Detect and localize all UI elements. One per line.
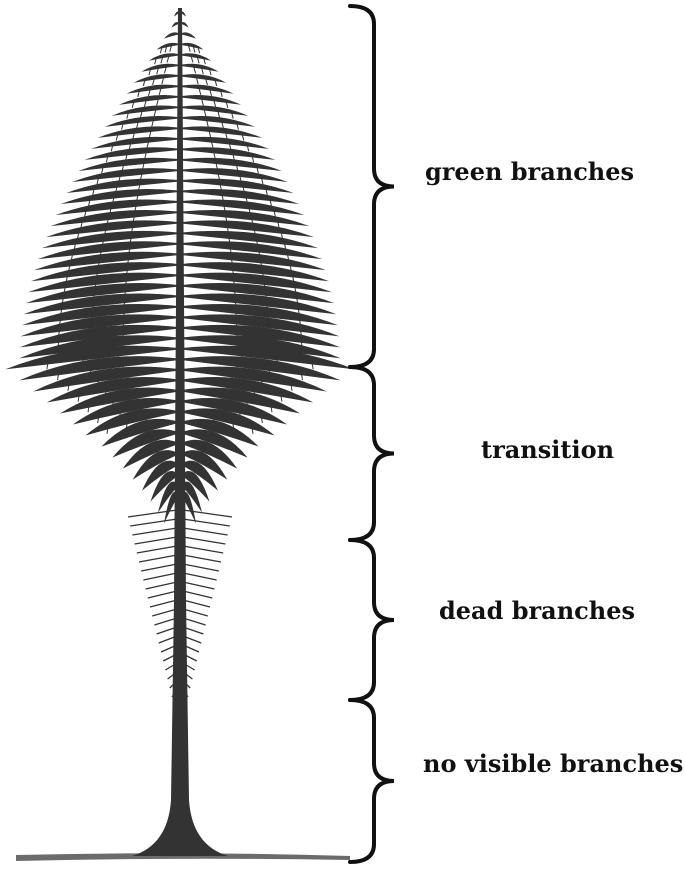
zone-label-dead-branches: dead branches xyxy=(439,599,635,623)
foliage-branch xyxy=(182,12,186,17)
foliage-branch xyxy=(149,53,178,60)
dead-branch xyxy=(183,564,219,571)
dead-branch xyxy=(154,618,177,625)
foliage-branch xyxy=(182,95,241,105)
dead-branch xyxy=(183,546,223,553)
zone-label-transition: transition xyxy=(481,438,614,462)
foliage-branch xyxy=(182,116,255,127)
dead-branch xyxy=(141,564,177,571)
dead-branch xyxy=(183,609,208,616)
dead-branch xyxy=(183,591,212,598)
foliage-branch xyxy=(164,32,178,38)
foliage-branch xyxy=(182,137,269,149)
foliage-branch xyxy=(182,22,189,28)
foliage-branch xyxy=(134,74,178,83)
foliage-branch xyxy=(182,64,219,72)
foliage-branch xyxy=(182,53,211,60)
dead-branch xyxy=(148,591,177,598)
curly-brace xyxy=(350,367,394,540)
curly-brace xyxy=(350,6,394,367)
dead-branch xyxy=(183,618,206,625)
curly-brace xyxy=(350,540,394,700)
dead-branch xyxy=(137,546,177,553)
dead-branch xyxy=(130,519,177,526)
dead-branch xyxy=(183,582,214,589)
dead-branch xyxy=(183,528,228,535)
dead-branch xyxy=(183,519,230,526)
dead-branch xyxy=(132,528,177,535)
zone-label-no-visible-branches: no visible branches xyxy=(423,752,683,776)
dead-branch xyxy=(139,555,177,562)
foliage-branch xyxy=(182,74,226,83)
foliage-branch xyxy=(119,95,178,105)
foliage-branch xyxy=(182,126,262,137)
foliage-branch xyxy=(182,85,234,94)
dead-branch xyxy=(128,510,177,517)
brace-layer xyxy=(350,6,394,862)
dead-branch xyxy=(146,582,177,589)
foliage-branch xyxy=(141,64,178,72)
dead-branch xyxy=(183,573,217,580)
foliage-branch xyxy=(112,106,178,116)
zone-label-green-branches: green branches xyxy=(425,160,634,184)
foliage-branch xyxy=(182,106,248,116)
dead-branch xyxy=(183,555,221,562)
dead-branch xyxy=(135,537,177,544)
foliage-branch xyxy=(98,126,178,137)
curly-brace xyxy=(350,700,394,862)
foliage-branch xyxy=(105,116,178,127)
foliage-branch xyxy=(126,85,178,94)
dead-branch xyxy=(183,600,210,607)
foliage-branch xyxy=(182,32,196,38)
dead-branch xyxy=(183,510,232,517)
foliage-branch xyxy=(171,22,178,28)
dead-branch xyxy=(183,537,225,544)
foliage-branch xyxy=(174,12,178,17)
dead-branch xyxy=(152,609,177,616)
dead-branch xyxy=(150,600,177,607)
foliage-branch xyxy=(91,137,178,149)
dead-branch xyxy=(143,573,177,580)
